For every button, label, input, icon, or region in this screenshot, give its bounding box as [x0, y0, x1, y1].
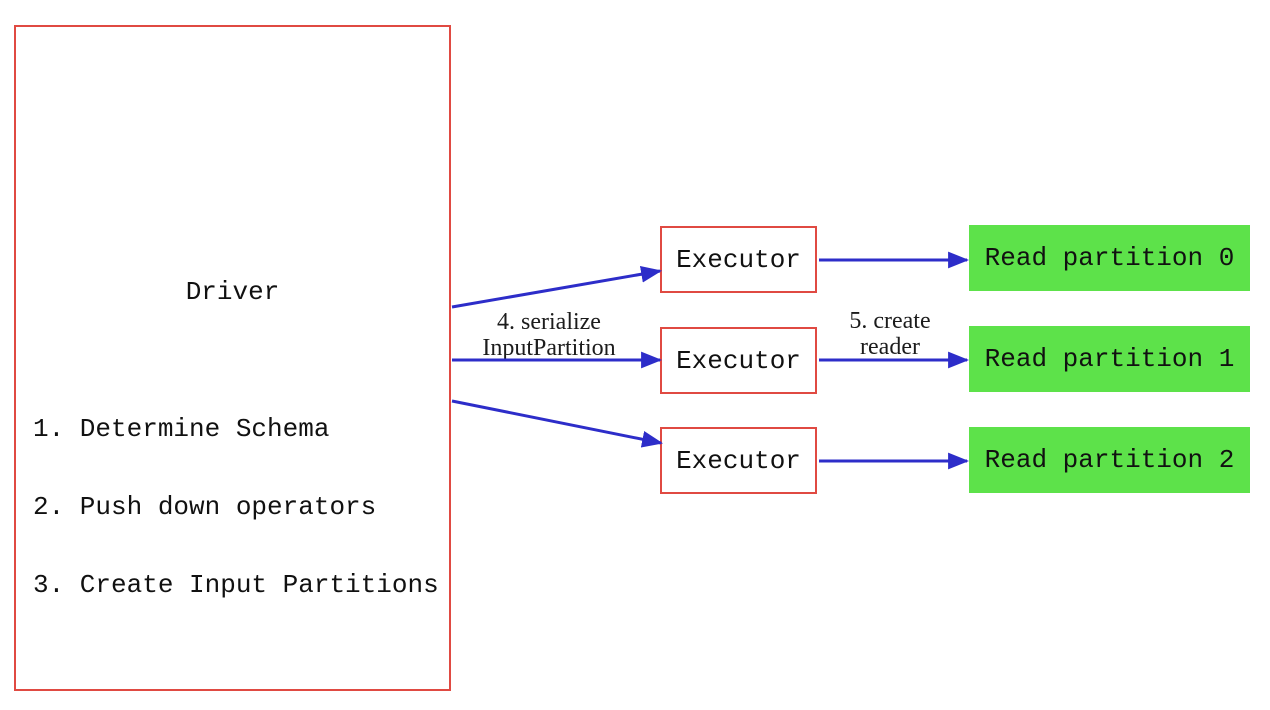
driver-step-3: 3. Create Input Partitions — [33, 570, 439, 600]
read-partition-box-1: Read partition 1 — [969, 326, 1250, 392]
executor-box-2: Executor — [660, 427, 817, 494]
read-partition-label-2: Read partition 2 — [984, 445, 1235, 475]
edge-label-create-reader-line2: reader — [860, 334, 920, 360]
driver-step-1: 1. Determine Schema — [33, 414, 330, 444]
arrow-driver-to-executor-2 — [451, 399, 664, 448]
executor-label-2: Executor — [676, 445, 801, 476]
driver-step-2: 2. Push down operators — [33, 492, 377, 522]
read-partition-box-0: Read partition 0 — [969, 225, 1250, 291]
executor-box-0: Executor — [660, 226, 817, 293]
driver-title: Driver — [185, 277, 280, 307]
arrow-driver-to-executor-0 — [451, 265, 663, 309]
edge-label-serialize-line1: 4. serialize — [497, 309, 601, 335]
read-partition-label-0: Read partition 0 — [984, 243, 1235, 273]
edge-label-serialize-line2: InputPartition — [482, 335, 616, 361]
edge-label-create-reader: 5. create reader — [790, 308, 990, 360]
edge-label-serialize: 4. serialize InputPartition — [449, 309, 649, 361]
read-partition-box-2: Read partition 2 — [969, 427, 1250, 493]
executor-label-0: Executor — [676, 244, 801, 275]
read-partition-label-1: Read partition 1 — [984, 344, 1235, 374]
executor-label-1: Executor — [676, 345, 801, 376]
edge-label-create-reader-line1: 5. create — [849, 308, 931, 334]
executor-box-1: Executor — [660, 327, 817, 394]
driver-steps-list: 1. Determine Schema 2. Push down operato… — [33, 364, 439, 650]
driver-box — [14, 25, 451, 691]
